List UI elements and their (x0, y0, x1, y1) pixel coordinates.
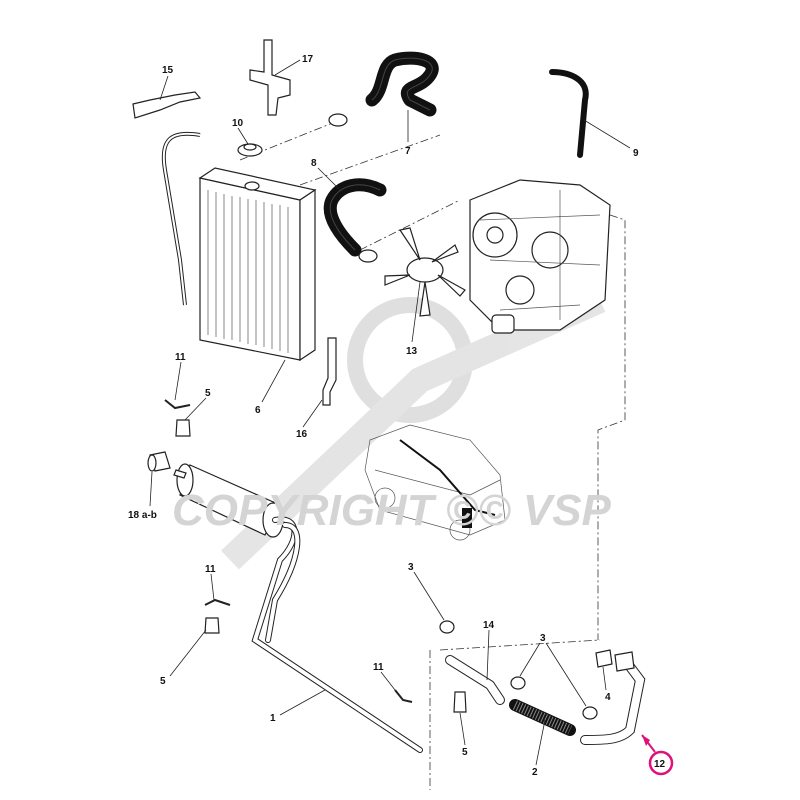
engine (469, 179, 611, 334)
pipe-14 (445, 655, 505, 705)
callout-11: 11 (373, 662, 384, 673)
tailpipe-18 (147, 451, 171, 472)
callout-16: 16 (296, 429, 308, 440)
radiator-6 (198, 167, 317, 362)
callout-5: 5 (160, 676, 166, 687)
callout-9: 9 (633, 148, 639, 159)
clip-11 (394, 689, 413, 703)
callout-18-a-b: 18 a-b (128, 510, 157, 521)
rubber-mount-5 (453, 691, 467, 713)
hose-9 (549, 69, 589, 158)
callout-13: 13 (406, 346, 418, 357)
rubber-mount-5 (204, 617, 220, 634)
rubber-mount-5 (175, 419, 191, 437)
callout-6: 6 (255, 405, 261, 416)
callout-7: 7 (405, 146, 411, 157)
callout-3: 3 (540, 633, 546, 644)
callout-5: 5 (205, 388, 211, 399)
gasket-4 (595, 649, 613, 668)
bracket-17 (249, 39, 291, 116)
callout-3: 3 (408, 562, 414, 573)
clamp-3 (510, 676, 526, 690)
callout-10: 10 (232, 118, 244, 129)
callout-8: 8 (311, 158, 317, 169)
callout-14: 14 (483, 620, 495, 631)
callouts: 15 17 10 7 9 8 13 11 5 6 16 18 a-b 11 3 … (128, 54, 674, 778)
callout-17: 17 (302, 54, 314, 65)
vehicle-illustration (364, 424, 506, 541)
pipe-12 (580, 651, 646, 745)
leader-lines (149, 59, 656, 766)
callout-1: 1 (270, 713, 276, 724)
bracket-16 (322, 337, 337, 406)
callout-11: 11 (175, 352, 186, 363)
clamp-3 (439, 620, 455, 634)
exhaust-pipe-1 (251, 516, 423, 753)
callout-2: 2 (532, 767, 538, 778)
bracket-15 (132, 91, 202, 119)
clip-11 (204, 598, 231, 606)
callout-5: 5 (462, 747, 468, 758)
flex-pipe-2 (509, 699, 576, 736)
hose-8 (323, 178, 387, 263)
callout-15: 15 (162, 65, 174, 76)
clip-11 (164, 399, 191, 410)
callout-11: 11 (205, 564, 216, 575)
clamp-3 (582, 706, 598, 720)
radiator-cap-10 (237, 143, 263, 157)
fan-13 (384, 227, 466, 317)
overflow-tube (161, 131, 201, 306)
highlight-circle (648, 750, 674, 776)
hose-7 (328, 51, 439, 127)
watermark-text: COPYRIGHT ©© VSP (172, 486, 612, 535)
callout-12: 12 (654, 759, 666, 770)
callout-4: 4 (605, 692, 611, 703)
